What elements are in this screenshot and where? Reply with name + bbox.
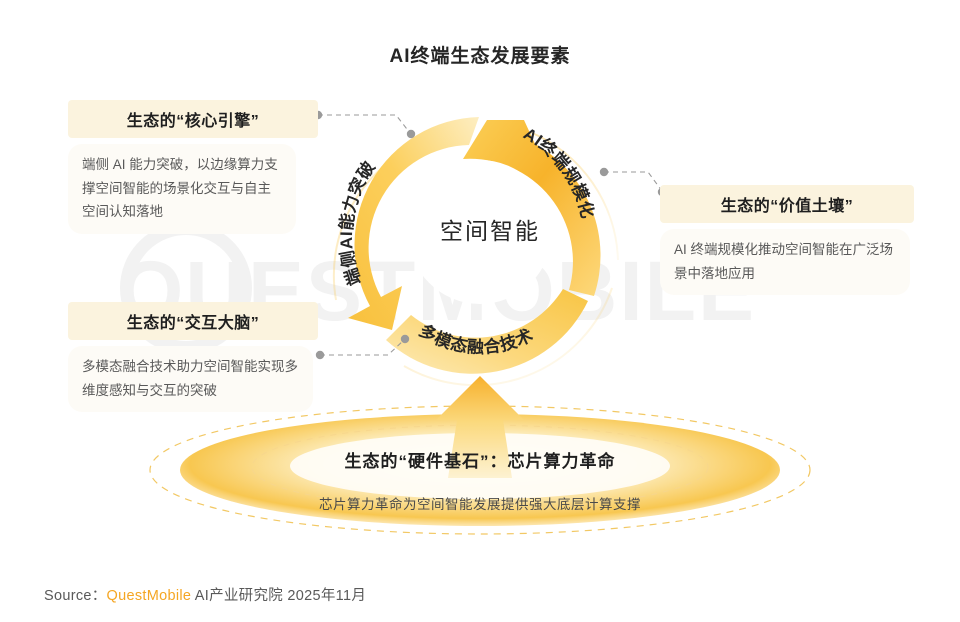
source-line: Source：QuestMobile AI产业研究院 2025年11月 xyxy=(44,584,366,605)
center-disc xyxy=(408,160,552,304)
upward-arrow-icon xyxy=(436,376,524,478)
page-title: AI终端生态发展要素 xyxy=(389,46,571,67)
callout-core-engine-body: 端侧 AI 能力突破，以边缘算力支撑空间智能的场景化交互与自主空间认知落地 xyxy=(68,144,296,234)
callout-value-soil-body: AI 终端规模化推动空间智能在广泛场景中落地应用 xyxy=(660,229,910,296)
source-suffix: AI产业研究院 2025年11月 xyxy=(191,588,367,604)
connector-interaction-brain xyxy=(315,334,410,360)
connector-core-engine xyxy=(313,110,416,139)
center-label: 空间智能 xyxy=(440,218,540,244)
callout-interaction-brain-header: 生态的“交互大脑” xyxy=(68,302,318,340)
callout-core-engine[interactable]: 生态的“核心引擎” 端侧 AI 能力突破，以边缘算力支撑空间智能的场景化交互与自… xyxy=(68,100,318,234)
source-prefix: Source： xyxy=(44,588,107,604)
callout-interaction-brain-body: 多模态融合技术助力空间智能实现多维度感知与交互的突破 xyxy=(68,346,313,413)
source-brand: QuestMobile xyxy=(106,588,192,604)
base-platform-title: 生态的“硬件基石”：芯片算力革命 xyxy=(344,452,616,471)
callout-core-engine-header: 生态的“核心引擎” xyxy=(68,100,318,138)
callout-interaction-brain[interactable]: 生态的“交互大脑” 多模态融合技术助力空间智能实现多维度感知与交互的突破 xyxy=(68,302,318,413)
base-platform-subtitle: 芯片算力革命为空间智能发展提供强大底层计算支撑 xyxy=(319,497,641,512)
halo-arc-right xyxy=(529,131,619,261)
callout-value-soil-header: 生态的“价值土壤” xyxy=(660,185,914,223)
halo-arc-bottom xyxy=(403,287,613,387)
callout-value-soil[interactable]: 生态的“价值土壤” AI 终端规模化推动空间智能在广泛场景中落地应用 xyxy=(660,185,914,296)
connector-value-soil xyxy=(599,167,667,197)
base-outer-dashed-ellipse xyxy=(149,405,811,535)
